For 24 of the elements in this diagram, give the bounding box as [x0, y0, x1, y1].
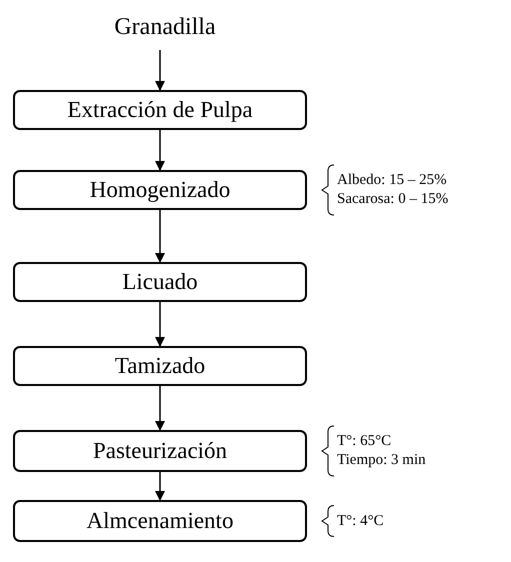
arrow: [155, 302, 165, 347]
process-box: [13, 430, 307, 472]
step-label: Pasteurización: [92, 438, 228, 464]
arrow: [155, 210, 165, 263]
step-label: Extracción de Pulpa: [67, 97, 253, 123]
arrow: [155, 472, 165, 501]
arrow: [155, 386, 165, 431]
process-box: [13, 90, 307, 130]
parameter-note: Albedo: 15 – 25%: [337, 171, 448, 190]
parameter-note: Tiempo: 3 min: [337, 451, 426, 470]
parameter-note: T°: 65°C: [337, 432, 392, 451]
process-box: [13, 500, 307, 542]
input-label: Granadilla: [114, 14, 216, 41]
parameter-note: T°: 4°C: [337, 512, 384, 530]
step-label: Homogenizado: [90, 177, 230, 203]
process-box: [13, 262, 307, 302]
step-label: Licuado: [122, 269, 198, 295]
step-label: Tamizado: [114, 353, 206, 379]
process-box: [13, 170, 307, 210]
arrow: [155, 130, 165, 171]
arrow: [155, 50, 165, 91]
parameter-note: Sacarosa: 0 – 15%: [337, 190, 448, 209]
step-label: Almcenamiento: [86, 508, 234, 534]
process-box: [13, 346, 307, 386]
